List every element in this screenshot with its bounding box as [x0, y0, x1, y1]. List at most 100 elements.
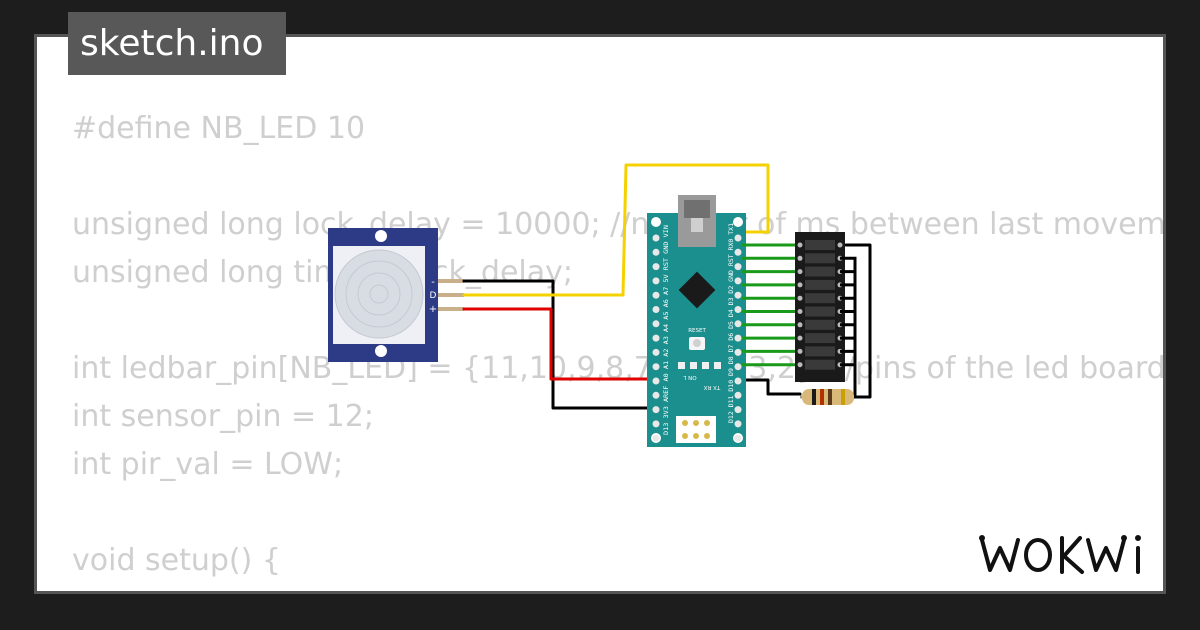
header-pin	[652, 420, 660, 428]
header-pin	[734, 363, 742, 371]
resistor-band	[812, 389, 816, 405]
pir-mount-hole	[375, 230, 387, 242]
header-pin	[652, 263, 660, 271]
right-pin-header	[734, 234, 742, 442]
cathode-wire	[840, 363, 857, 397]
header-pin	[652, 406, 660, 414]
bargraph-pin	[837, 242, 843, 248]
bargraph-segment	[805, 333, 835, 344]
pir-dome-ring	[369, 284, 389, 304]
header-pin	[734, 306, 742, 313]
onboard-led	[702, 362, 709, 369]
bargraph-cathode-wires	[840, 256, 857, 397]
code-card: #define NB_LED 10 unsigned long lock_del…	[34, 34, 1166, 594]
bargraph-segment	[805, 253, 835, 264]
header-pin	[734, 248, 742, 256]
bargraph-pin	[797, 295, 803, 301]
code-preview: #define NB_LED 10 unsigned long lock_del…	[72, 105, 1166, 591]
bargraph-pin	[797, 269, 803, 275]
bargraph-pin	[797, 322, 803, 328]
onboard-led	[678, 362, 685, 369]
pir-dome-ring	[345, 260, 413, 328]
board-mount-hole	[651, 217, 661, 227]
bargraph-pin	[797, 282, 803, 288]
header-pin	[652, 391, 660, 399]
bargraph-segment	[805, 319, 835, 330]
header-pin	[652, 306, 660, 313]
code-line: #define NB_LED 10	[72, 111, 366, 146]
header-pin	[734, 263, 742, 271]
bargraph-pin	[797, 309, 803, 314]
code-line: unsigned long lock_delay = 10000; //numb…	[72, 207, 1166, 242]
resistor-band	[841, 389, 845, 405]
header-pin	[734, 291, 742, 299]
reset-label: RESET	[688, 328, 706, 334]
mcu-chip	[678, 271, 716, 309]
bargraph-segment	[805, 359, 835, 370]
led-wires	[742, 243, 800, 367]
arduino-nano-board[interactable]: RESET ON L TX RX D13 3V3 AREF A0 A1 A2 A…	[647, 195, 746, 447]
txrx-label: TX RX	[704, 384, 722, 390]
code-line: void setup() {	[72, 543, 281, 578]
code-line: unsigned long time = lock_delay;	[72, 255, 573, 290]
board-mount-hole	[733, 217, 743, 227]
header-pin	[734, 277, 742, 285]
code-line: int pir_val = LOW;	[72, 447, 344, 482]
bargraph-segment	[805, 293, 835, 304]
header-pin	[652, 320, 660, 328]
icsp-pin	[682, 420, 688, 426]
header-pin	[652, 363, 660, 371]
bargraph-segment	[805, 266, 835, 277]
header-pin	[734, 420, 742, 428]
pir-pin-label: D	[430, 291, 437, 301]
wire-bargraph-common	[844, 243, 872, 399]
header-pin	[734, 391, 742, 399]
wires	[462, 163, 872, 410]
bargraph-pin	[797, 255, 803, 261]
pir-pin-gnd	[438, 279, 464, 283]
file-name-tab[interactable]: sketch.ino	[68, 12, 286, 75]
pir-sensor[interactable]: - D +	[328, 228, 464, 362]
header-pin	[734, 434, 742, 442]
pir-pin-label: +	[429, 304, 437, 315]
pir-dome	[334, 249, 424, 339]
bargraph-segment	[805, 306, 835, 317]
bargraph-segment	[805, 279, 835, 290]
resistor[interactable]	[800, 389, 854, 405]
header-pin	[734, 334, 742, 342]
onboard-led	[714, 362, 721, 369]
header-pin	[652, 291, 660, 299]
bargraph-pin	[797, 242, 803, 248]
wire-5v	[462, 307, 657, 381]
resistor-band	[828, 389, 832, 405]
pir-pin-label: -	[431, 277, 435, 288]
led-bargraph[interactable]	[795, 232, 857, 397]
icsp-pin	[704, 420, 710, 426]
wire-gnd-resistor	[740, 378, 802, 396]
onboard-led	[690, 362, 697, 369]
header-pin	[652, 434, 660, 442]
header-pin	[734, 320, 742, 328]
left-pin-labels: D13 3V3 AREF A0 A1 A2 A3 A4 A5 A6 A7 5V …	[663, 225, 670, 435]
pir-dome-ring	[357, 272, 401, 316]
code-line: int sensor_pin = 12;	[72, 399, 374, 434]
header-pin	[652, 277, 660, 285]
left-pin-header	[652, 234, 660, 442]
wire-sensor-d12	[462, 163, 770, 297]
header-pin	[652, 348, 660, 356]
right-pin-labels: D12 D11 D10 D9 D8 D7 D6 D5 D4 D3 D2 GND …	[728, 223, 735, 423]
wire-gnd	[462, 279, 657, 410]
reset-button-cap	[693, 339, 701, 347]
header-pin	[652, 334, 660, 342]
pir-pin-data	[438, 293, 464, 297]
header-pin	[652, 248, 660, 256]
header-pin	[734, 377, 742, 385]
led-label: ON L	[682, 374, 696, 380]
icsp-pin	[693, 433, 699, 439]
resistor-band	[820, 389, 824, 405]
bargraph-pin	[797, 335, 803, 341]
board-pcb	[647, 213, 746, 447]
bargraph-segment	[805, 240, 835, 250]
header-pin	[734, 348, 742, 356]
